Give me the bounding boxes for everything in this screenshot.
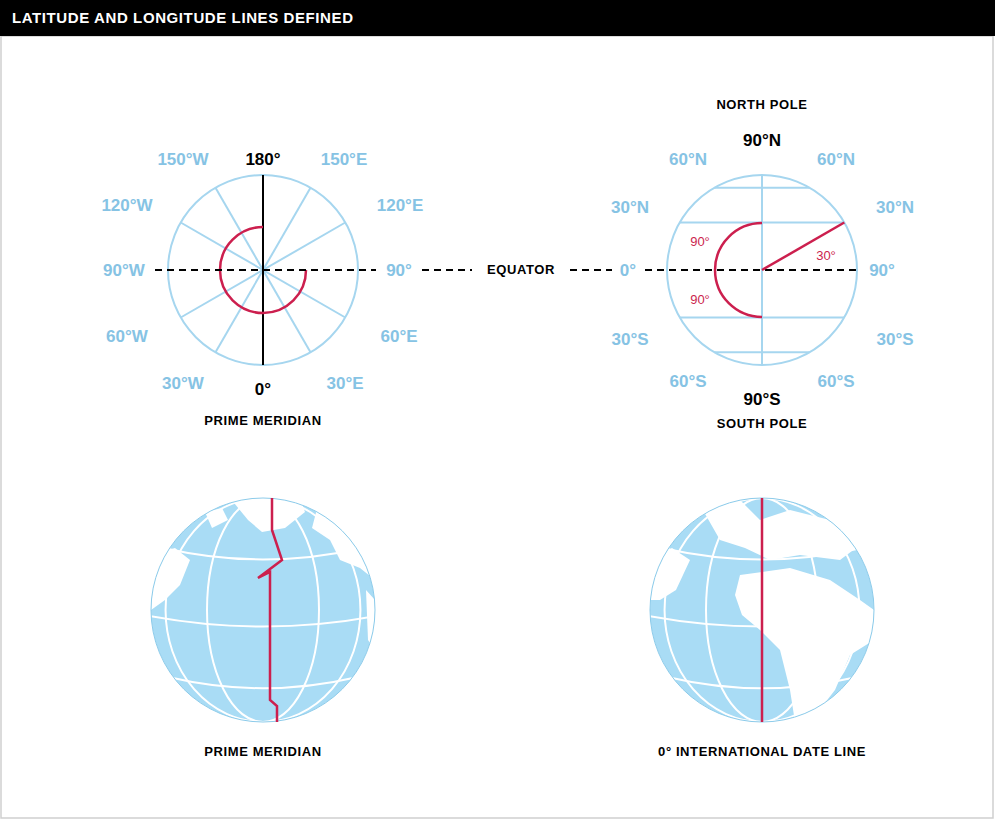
- longitude-label: 120°E: [377, 197, 424, 216]
- globe: [147, 498, 379, 722]
- globe-outline: [650, 498, 874, 722]
- longitude-label: 30°E: [326, 375, 363, 394]
- longitude-label: 60°E: [380, 328, 417, 347]
- latitude-label: 30°S: [611, 331, 648, 350]
- globe: [646, 498, 878, 722]
- date-line: [761, 498, 764, 722]
- pole-degree: 90°S: [743, 391, 780, 410]
- longitude-label: 30°W: [162, 375, 204, 394]
- latitude-label: 30°N: [876, 199, 914, 218]
- page-frame: [1, 36, 993, 818]
- latitude-label: 60°N: [669, 151, 707, 170]
- longitude-label: 90°: [386, 262, 412, 281]
- pole-label: SOUTH POLE: [717, 417, 808, 431]
- longitude-label: 150°E: [321, 151, 368, 170]
- longitude-label: 150°W: [157, 151, 208, 170]
- angle-label: 90°: [690, 235, 710, 249]
- latitude-label: 0°: [620, 262, 636, 281]
- angle-arc: [715, 223, 762, 317]
- caption: PRIME MERIDIAN: [204, 414, 321, 428]
- angle-label: 90°: [690, 293, 710, 307]
- caption: 0° INTERNATIONAL DATE LINE: [658, 745, 866, 759]
- latitude-circle: [667, 175, 857, 365]
- latitude-label: 60°S: [817, 373, 854, 392]
- longitude-label: 60°W: [106, 328, 148, 347]
- pole-label: NORTH POLE: [716, 98, 807, 112]
- latitude-label: 90°: [869, 262, 895, 281]
- latitude-label: 60°N: [817, 151, 855, 170]
- title-bar: LATITUDE AND LONGITUDE LINES DEFINED: [0, 0, 995, 36]
- angle-ray: [762, 223, 844, 271]
- angle-label: 30°: [816, 249, 836, 263]
- meridian-degree: 0°: [255, 381, 271, 400]
- latitude-label: 30°N: [611, 199, 649, 218]
- latitude-label: 60°S: [669, 373, 706, 392]
- longitude-label: 90°W: [103, 262, 145, 281]
- globe-outline: [151, 498, 375, 722]
- prime-meridian-line: [258, 498, 282, 722]
- meridian-degree: 180°: [245, 151, 280, 170]
- pole-degree: 90°N: [743, 132, 781, 151]
- equator-label: EQUATOR: [487, 263, 555, 277]
- caption: PRIME MERIDIAN: [204, 745, 321, 759]
- longitude-label: 120°W: [101, 197, 152, 216]
- latitude-label: 30°S: [876, 331, 913, 350]
